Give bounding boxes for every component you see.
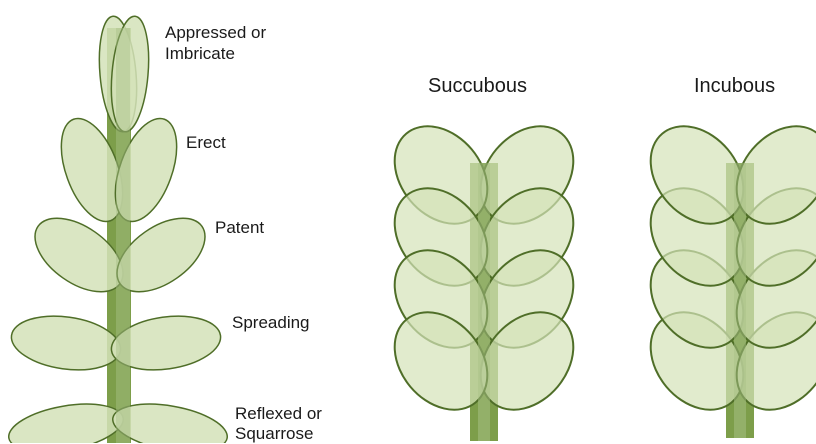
label-appressed: Appressed or [165,23,266,43]
label-imbricate: Imbricate [165,44,235,64]
label-spreading: Spreading [232,313,310,333]
label-patent: Patent [215,218,264,238]
incubous-stem-overlay [734,163,746,438]
succubous-diagram [376,108,593,441]
incubous-title: Incubous [694,76,775,96]
label-squarrose: Squarrose [235,424,313,444]
incubous-diagram [632,108,816,438]
left-stem-overlay [116,28,130,443]
label-reflexed: Reflexed or [235,404,322,424]
label-erect: Erect [186,133,226,153]
succubous-title: Succubous [428,76,527,96]
leaf-spreading-left [8,310,124,377]
succubous-stem-overlay [478,163,490,441]
left-stem-group [5,15,231,443]
